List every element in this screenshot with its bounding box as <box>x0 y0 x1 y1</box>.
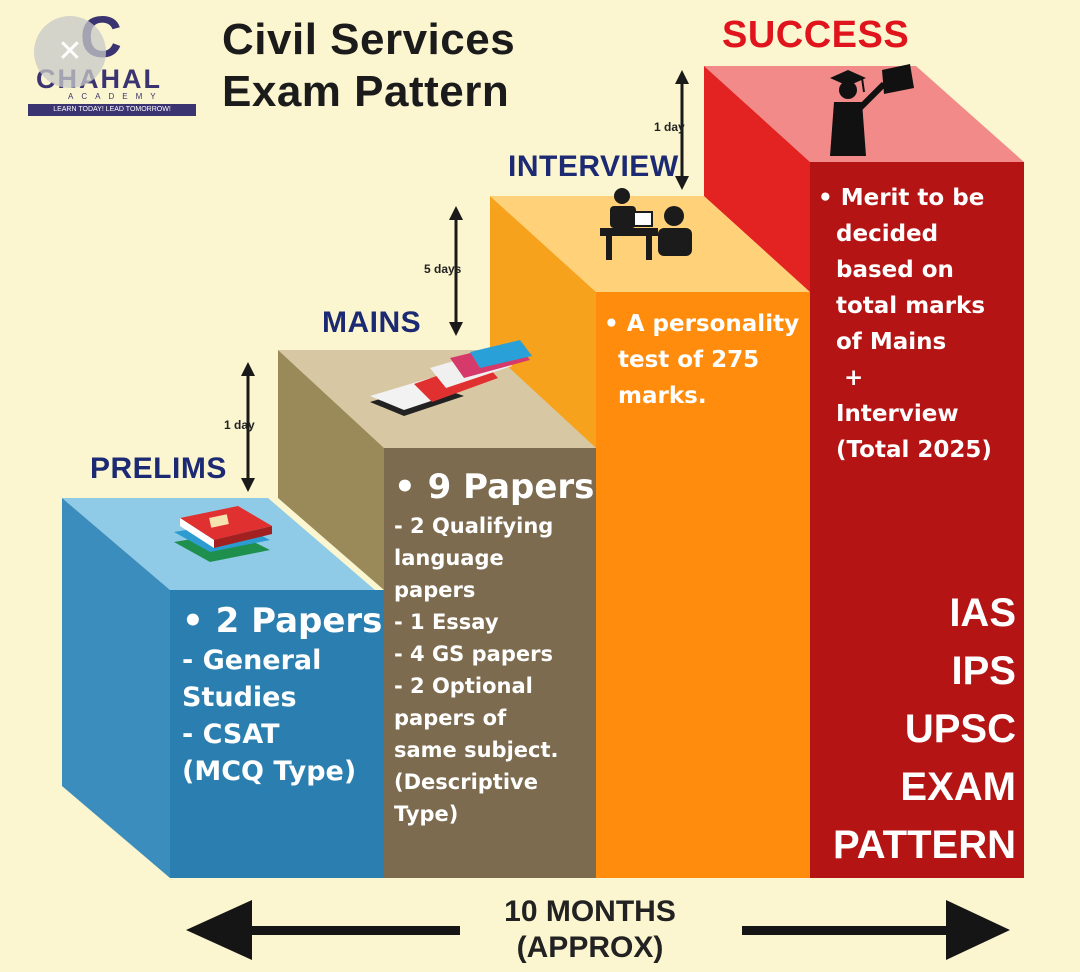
success-block-top <box>704 66 1024 162</box>
duration-line-2: (APPROX) <box>516 931 664 964</box>
prelims-line: - CSAT <box>182 719 280 750</box>
big-line: IPS <box>951 649 1016 693</box>
graduate-icon <box>830 64 914 156</box>
duration-line-1: 10 MONTHS <box>504 895 676 928</box>
prelims-line: - General <box>182 645 322 676</box>
close-icon: ✕ <box>57 34 83 69</box>
interview-details: • A personality test of 275 marks. <box>604 306 799 414</box>
success-line: Interview <box>836 401 959 427</box>
success-block-side <box>704 66 810 292</box>
books-icon <box>174 506 272 562</box>
interview-desk-icon <box>600 188 692 260</box>
books-icon <box>370 340 532 416</box>
prelims-label: PRELIMS <box>90 452 227 485</box>
interview-line: • A personality <box>604 311 800 337</box>
logo-sub: ACADEMY <box>68 92 164 101</box>
success-line: decided <box>836 221 939 247</box>
interview-block-front <box>596 292 810 878</box>
mains-line: - 2 Qualifying <box>394 514 554 538</box>
mains-label: MAINS <box>322 306 422 339</box>
prelims-line: (MCQ Type) <box>182 756 357 787</box>
duration-label: 10 MONTHS (APPROX) <box>440 894 740 966</box>
success-line: • Merit to be <box>818 185 985 211</box>
mains-line: - 1 Essay <box>394 610 499 634</box>
success-line: based on <box>836 257 954 283</box>
mains-details: • 9 Papers - 2 Qualifying language paper… <box>394 464 594 830</box>
gap-label-mains-interview: 5 days <box>424 262 462 276</box>
big-line: UPSC <box>904 707 1016 751</box>
mains-line: language <box>394 546 504 570</box>
mains-line: same subject. <box>394 738 559 762</box>
close-button[interactable]: ✕ <box>34 16 106 88</box>
mains-line: • 9 Papers <box>394 467 595 507</box>
prelims-details: • 2 Papers - General Studies - CSAT (MCQ… <box>182 600 382 790</box>
success-line: of Mains <box>836 329 947 355</box>
success-big-text: IAS IPS UPSC EXAM PATTERN <box>812 584 1016 874</box>
success-line: + <box>844 365 864 391</box>
gap-arrow-prelims-mains <box>241 362 255 492</box>
mains-line: Type) <box>394 802 459 826</box>
page-title: Civil Services Exam Pattern <box>222 14 515 118</box>
gap-label-prelims-mains: 1 day <box>224 418 255 432</box>
interview-label: INTERVIEW <box>508 150 679 183</box>
prelims-block-side <box>62 498 170 878</box>
title-line-2: Exam Pattern <box>222 67 510 116</box>
mains-line: - 4 GS papers <box>394 642 553 666</box>
mains-block-front <box>384 448 600 878</box>
big-line: IAS <box>949 591 1016 635</box>
success-label: SUCCESS <box>722 14 910 56</box>
mains-line: - 2 Optional <box>394 674 533 698</box>
big-line: EXAM <box>900 765 1016 809</box>
success-line: (Total 2025) <box>836 437 992 463</box>
success-block-front <box>810 162 1024 878</box>
success-line: total marks <box>836 293 986 319</box>
prelims-line: Studies <box>182 682 297 713</box>
prelims-block-front <box>170 590 384 878</box>
interview-block-side <box>490 196 596 448</box>
title-line-1: Civil Services <box>222 15 516 64</box>
gap-arrow-interview-success <box>675 70 689 190</box>
interview-line: test of 275 <box>618 347 760 373</box>
big-line: PATTERN <box>833 823 1016 867</box>
logo-tagline: LEARN TODAY! LEAD TOMORROW! <box>28 104 196 116</box>
prelims-line: • 2 Papers <box>182 601 383 641</box>
gap-arrow-mains-interview <box>449 206 463 336</box>
success-details: • Merit to be decided based on total mar… <box>818 180 992 468</box>
interview-line: marks. <box>618 383 707 409</box>
mains-line: papers of <box>394 706 507 730</box>
gap-label-interview-success: 1 day <box>654 120 685 134</box>
timeline-arrow <box>186 900 1010 960</box>
mains-line: (Descriptive <box>394 770 538 794</box>
mains-line: papers <box>394 578 476 602</box>
mains-block-side <box>278 350 384 590</box>
